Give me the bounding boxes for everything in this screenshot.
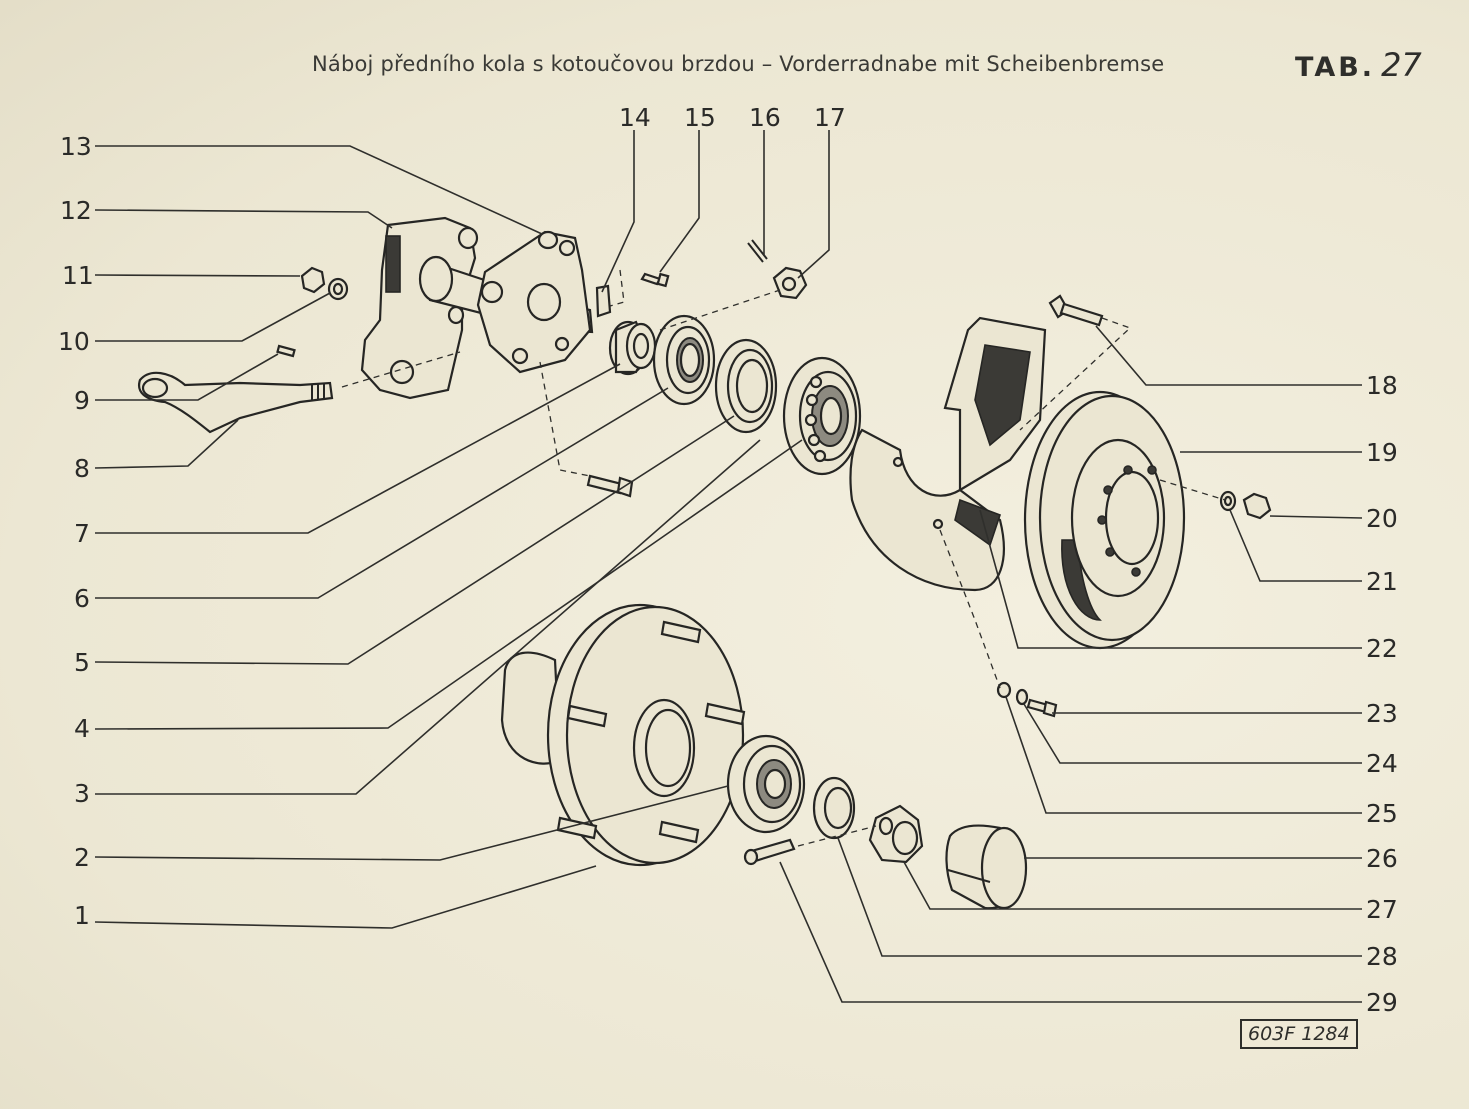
callout-6: 6 (74, 584, 90, 613)
drawing-code-box: 603F 1284 (1240, 1019, 1358, 1049)
table-number: TAB.27 (1295, 46, 1422, 84)
part-5-seal (714, 338, 778, 434)
part-27-clamp-nut (868, 804, 924, 864)
part-9-key (276, 344, 296, 358)
part-19-brake-disc (1023, 390, 1186, 650)
part-29-screw (743, 838, 796, 866)
leader-lines (94, 130, 1363, 1003)
callout-18: 18 (1366, 371, 1398, 400)
callout-20: 20 (1366, 504, 1398, 533)
part-22-splash-shield (849, 316, 1047, 592)
callout-numbers: 1 2 3 4 5 6 7 8 9 10 11 12 13 14 15 16 1… (58, 103, 1398, 1017)
callout-4: 4 (74, 714, 90, 743)
part-8-steering-arm (138, 371, 334, 434)
callout-27: 27 (1366, 895, 1398, 924)
callout-2: 2 (74, 843, 90, 872)
callout-29: 29 (1366, 988, 1398, 1017)
part-15-bolt (640, 272, 670, 288)
callout-19: 19 (1366, 438, 1398, 467)
callout-21: 21 (1366, 567, 1398, 596)
callout-16: 16 (749, 103, 781, 132)
part-18-bolt (1048, 294, 1104, 327)
callout-9: 9 (74, 386, 90, 415)
assembly-dashed-lines (341, 269, 1226, 847)
tab-number: 27 (1381, 46, 1422, 84)
part-26-hub-cap (945, 824, 1028, 910)
callout-13: 13 (60, 132, 92, 161)
part-4-bearing (782, 356, 862, 476)
callout-24: 24 (1366, 749, 1398, 778)
callout-22: 22 (1366, 634, 1398, 663)
part-17-nut (772, 266, 808, 300)
part-21-washer (1219, 490, 1237, 512)
part-25-washer (996, 681, 1012, 699)
callout-28: 28 (1366, 942, 1398, 971)
callout-25: 25 (1366, 799, 1398, 828)
callout-1: 1 (74, 901, 90, 930)
part-10-washer (327, 277, 349, 301)
part-20-nut (1242, 492, 1272, 520)
part-7-spacer (608, 320, 657, 376)
part-28-washer (812, 776, 856, 840)
callout-8: 8 (74, 454, 90, 483)
part-11-nut (300, 266, 326, 294)
part-13-bracket (476, 230, 592, 374)
callout-11: 11 (62, 261, 94, 290)
part-bolt-lower (586, 474, 634, 498)
tab-label: TAB. (1295, 52, 1376, 83)
callout-26: 26 (1366, 844, 1398, 873)
page-title: Náboj předního kola s kotoučovou brzdou … (312, 52, 1165, 76)
callout-17: 17 (814, 103, 846, 132)
callout-12: 12 (60, 196, 92, 225)
part-1-wheel-hub (500, 603, 746, 867)
callout-15: 15 (684, 103, 716, 132)
callout-7: 7 (74, 519, 90, 548)
part-24-washer (1015, 688, 1029, 706)
callout-3: 3 (74, 779, 90, 808)
part-6-bearing (652, 314, 716, 406)
callout-5: 5 (74, 648, 90, 677)
callout-23: 23 (1366, 699, 1398, 728)
callout-14: 14 (619, 103, 651, 132)
callout-10: 10 (58, 327, 90, 356)
part-23-screw (1026, 698, 1058, 718)
part-2-bearing (726, 734, 806, 834)
